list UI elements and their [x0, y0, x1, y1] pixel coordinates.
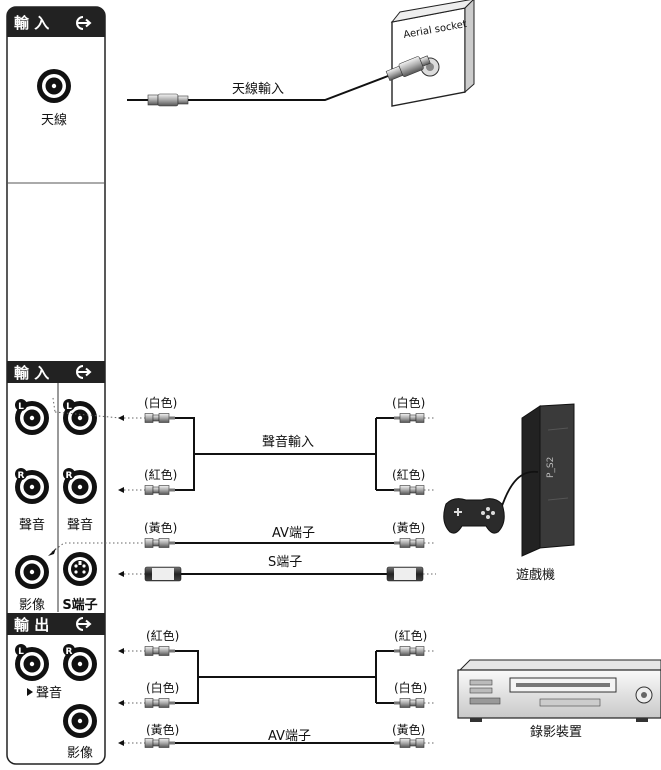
recorder-av-label: AV端子: [268, 729, 311, 744]
aerial-socket: Aerial socket: [390, 0, 475, 107]
game-white-right-label: (白色): [392, 395, 425, 410]
video-label: 影像: [19, 598, 45, 613]
output-arrow-icon: [76, 617, 92, 631]
recorder-av-cable: (黃色) (黃色) AV端子: [118, 723, 436, 748]
audio-label-1: 聲音: [19, 517, 45, 533]
s-terminal-label: S端子: [62, 597, 97, 613]
tv-input-panel: 輸 入 天線 輸 入 L L R R: [6, 6, 106, 765]
output-audio-label: 聲音: [36, 685, 62, 701]
input-header-label-2: 輸 入: [14, 364, 49, 382]
audio-out-pointer-icon: [27, 688, 33, 696]
recorder-red-left-label: (紅色): [146, 629, 179, 643]
s-video-jack[interactable]: [63, 552, 97, 586]
input-header-label: 輸 入: [14, 14, 49, 32]
game-av-label: AV端子: [272, 526, 315, 541]
game-device-label: 遊戲機: [516, 568, 555, 583]
input-arrow-icon: [76, 16, 92, 30]
antenna-input-label: 天線輸入: [232, 81, 284, 97]
game-av-cable: (黃色) (黃色) AV端子: [48, 521, 436, 556]
video-out-jack[interactable]: [63, 704, 97, 738]
svg-text:R: R: [66, 471, 73, 481]
recorder-yellow-right-label: (黃色): [392, 723, 425, 737]
left-marker-icon: L L: [15, 399, 75, 412]
video-recorder: 錄影裝置: [457, 659, 661, 740]
game-s-label: S端子: [268, 555, 302, 570]
recorder-white-right-label: (白色): [394, 680, 427, 695]
game-red-right-label: (紅色): [392, 468, 425, 482]
game-white-left-label: (白色): [144, 395, 177, 410]
game-audio-cable: (白色) (紅色) (白色) (紅色) 聲音輸入: [52, 395, 436, 495]
antenna-jack[interactable]: [37, 69, 71, 103]
output-video-label: 影像: [67, 746, 93, 761]
game-yellow-right-label: (黃色): [392, 521, 425, 535]
recorder-white-left-label: (白色): [146, 680, 179, 695]
video-in-jack[interactable]: [15, 555, 49, 589]
input-arrow-icon-2: [76, 365, 92, 379]
game-console: P_S2 遊戲機: [443, 403, 575, 583]
output-header-label: 輸 出: [14, 616, 49, 634]
console-logo: P_S2: [546, 457, 556, 478]
game-yellow-left-label: (黃色): [144, 521, 177, 535]
audio-label-2: 聲音: [67, 517, 93, 533]
svg-text:L: L: [18, 402, 24, 412]
antenna-label: 天線: [41, 112, 67, 128]
gamepad-icon: [443, 498, 505, 534]
svg-text:L: L: [18, 647, 24, 657]
game-s-video-cable: S端子: [118, 555, 436, 582]
recorder-audio-cable: (紅色) (白色) (紅色) (白色): [118, 629, 436, 708]
svg-text:R: R: [66, 647, 73, 657]
recorder-red-right-label: (紅色): [394, 629, 427, 643]
recorder-label: 錄影裝置: [530, 725, 582, 740]
game-red-left-label: (紅色): [144, 468, 177, 482]
svg-text:L: L: [66, 402, 72, 412]
svg-text:R: R: [18, 471, 25, 481]
antenna-cable: 天線輸入: [127, 55, 431, 107]
game-audio-input-label: 聲音輸入: [262, 434, 314, 450]
recorder-yellow-left-label: (黃色): [146, 723, 179, 737]
right-marker-icon: R R: [15, 468, 75, 481]
